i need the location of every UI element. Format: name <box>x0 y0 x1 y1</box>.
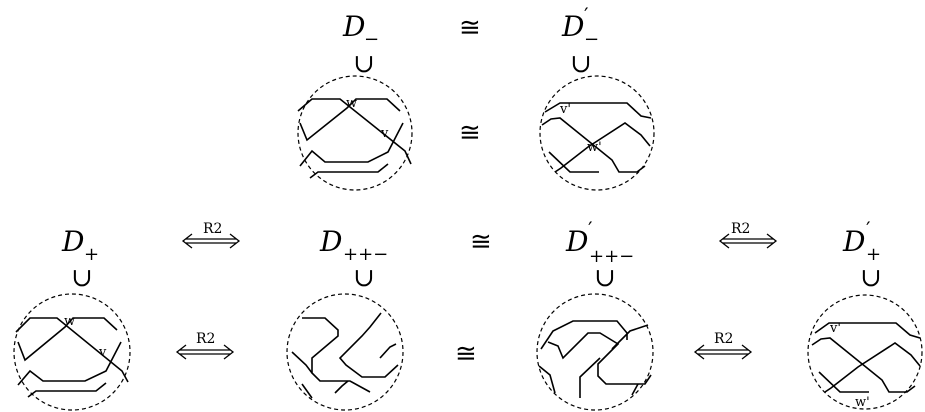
strand <box>15 317 129 383</box>
d-ppm-prime-sub: ++− <box>589 246 634 267</box>
double-arrow-bottom-left <box>175 344 235 360</box>
iso-symbol-bottom: ≅ <box>455 339 477 369</box>
strand <box>631 383 639 396</box>
crossing-label-v-prime: v' <box>829 321 841 336</box>
strand <box>302 317 371 393</box>
d-minus-base: D <box>342 10 365 43</box>
row2-labels: D + R2 D ++− ≅ D ′ ++− R2 D ′ + ∪ ∪ ∪ ∪ <box>61 217 882 293</box>
iso-symbol-middle: ≅ <box>470 227 492 257</box>
d-plus-prime-base: D <box>842 225 865 258</box>
d-plus-sub: + <box>84 244 99 265</box>
d-ppm-prime-mark: ′ <box>588 217 593 241</box>
subset-d-ppm-prime: ∪ <box>594 263 616 293</box>
iso-symbol-top: ≅ <box>459 13 481 43</box>
d-minus-sub: − <box>364 29 379 50</box>
crossing-label-w-prime: w' <box>855 395 870 410</box>
move-label-r2: R2 <box>714 331 733 347</box>
subset-d-plus-prime: ∪ <box>860 263 882 293</box>
dashed-disk <box>297 75 413 191</box>
d-plus-prime-mark: ′ <box>866 217 871 241</box>
strand <box>301 383 313 399</box>
strand <box>811 337 916 393</box>
tangle-d-ppm <box>286 293 404 411</box>
d-minus-prime-sub: − <box>584 29 599 50</box>
d-plus-base: D <box>61 225 84 258</box>
strand <box>299 98 401 142</box>
row1-labels: D − ≅ D ′ − ∪ ∪ <box>342 3 599 79</box>
d-ppm-sub: ++− <box>343 244 388 265</box>
d-minus-prime-mark: ′ <box>584 3 589 27</box>
crossing-label-v-prime: v' <box>559 102 571 117</box>
strand <box>299 122 404 167</box>
iso-symbol-middle-top: ≅ <box>459 118 481 148</box>
strand <box>611 324 649 350</box>
move-label-r2: R2 <box>731 221 750 237</box>
dashed-disk <box>536 293 654 411</box>
strand <box>824 342 921 393</box>
tangle-d-minus: w v <box>297 75 413 191</box>
tangle-d-plus: w v <box>13 293 131 411</box>
dashed-disk <box>286 293 404 411</box>
d-ppm-prime-base: D <box>565 225 588 258</box>
strand <box>17 341 122 386</box>
subset-d-minus-prime: ∪ <box>570 49 592 79</box>
tangle-d-minus-prime: v' w' <box>539 75 655 191</box>
d-minus-prime-base: D <box>561 10 584 43</box>
tangle-d-plus-prime: v' w' <box>807 294 923 410</box>
crossing-label-v: v <box>380 126 389 141</box>
subset-d-plus: ∪ <box>71 263 93 293</box>
strand <box>379 343 397 359</box>
strand <box>579 357 601 398</box>
move-label-r2: R2 <box>203 221 222 237</box>
crossing-label-w: w <box>346 96 357 111</box>
dashed-disk <box>13 293 131 411</box>
strand <box>291 351 313 374</box>
crossing-label-v: v <box>98 345 107 360</box>
double-arrow-top-right <box>718 233 778 249</box>
strand <box>814 322 921 339</box>
subset-d-ppm: ∪ <box>353 263 375 293</box>
strand <box>309 163 389 179</box>
strand <box>538 365 556 394</box>
crossing-label-w: w <box>64 314 75 329</box>
d-plus-prime-sub: + <box>866 244 881 265</box>
strand <box>17 317 118 362</box>
move-label-r2: R2 <box>196 331 215 347</box>
strand <box>554 122 651 173</box>
strand <box>27 382 107 398</box>
double-arrow-top-left <box>181 233 241 249</box>
subset-d-minus: ∪ <box>353 49 375 79</box>
d-ppm-base: D <box>319 225 342 258</box>
double-arrow-bottom-right <box>693 344 753 360</box>
strand <box>338 312 399 378</box>
strand <box>544 102 652 119</box>
strand <box>297 98 412 165</box>
strand <box>818 371 869 393</box>
crossing-label-w-prime: w' <box>587 140 602 155</box>
dashed-disk <box>539 75 655 191</box>
dashed-disk <box>807 294 923 410</box>
strand <box>541 117 646 173</box>
strand <box>334 380 349 394</box>
tangle-d-ppm-prime <box>536 293 654 411</box>
strand <box>548 151 599 173</box>
